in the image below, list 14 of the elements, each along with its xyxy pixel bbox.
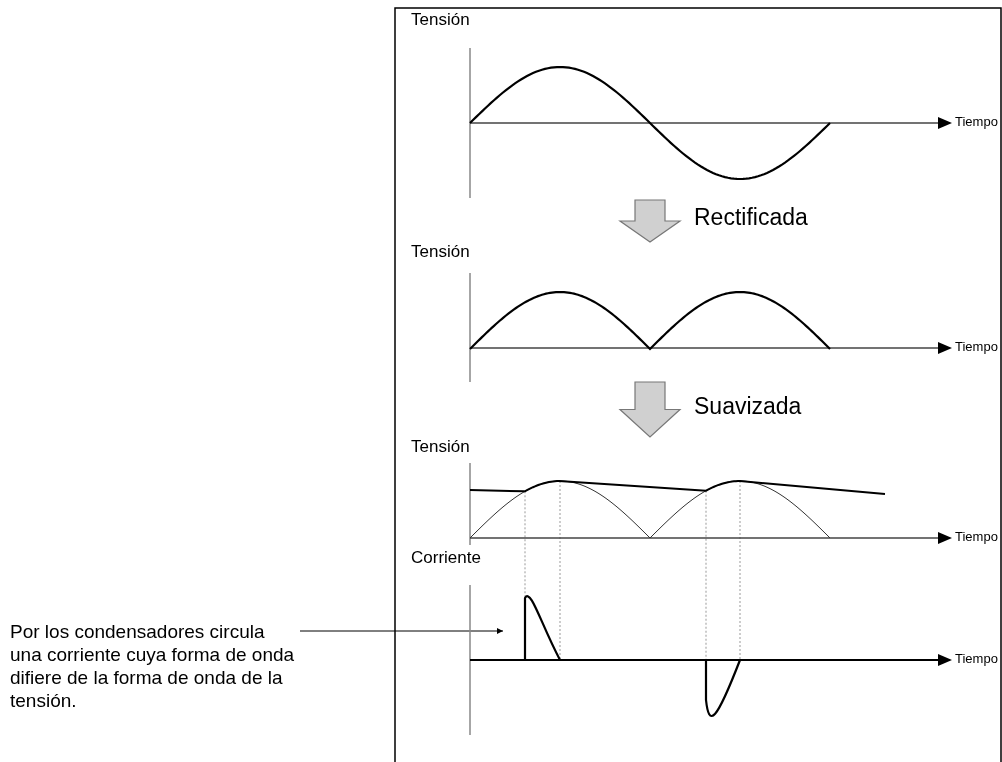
leader-line bbox=[299, 628, 504, 634]
axis-label: Tiempo bbox=[955, 339, 998, 355]
axis-title: Tensión bbox=[411, 242, 470, 262]
block-arrow bbox=[618, 381, 682, 438]
axis-title: Tensión bbox=[411, 10, 470, 30]
axis-title: Tensión bbox=[411, 437, 470, 457]
axis-label: Tiempo bbox=[955, 114, 998, 130]
edge-label: Suavizada bbox=[694, 392, 802, 419]
block-arrow bbox=[618, 199, 682, 243]
axis-label: Tiempo bbox=[955, 529, 998, 545]
edge-label: Rectificada bbox=[694, 204, 808, 230]
annotation-text: Por los condensadores circula una corriente cuya forma de onda difiere de la forma de onda de la tensión. bbox=[10, 620, 296, 712]
axis-label: Tiempo bbox=[955, 651, 998, 667]
axis-title: Corriente bbox=[411, 548, 481, 568]
